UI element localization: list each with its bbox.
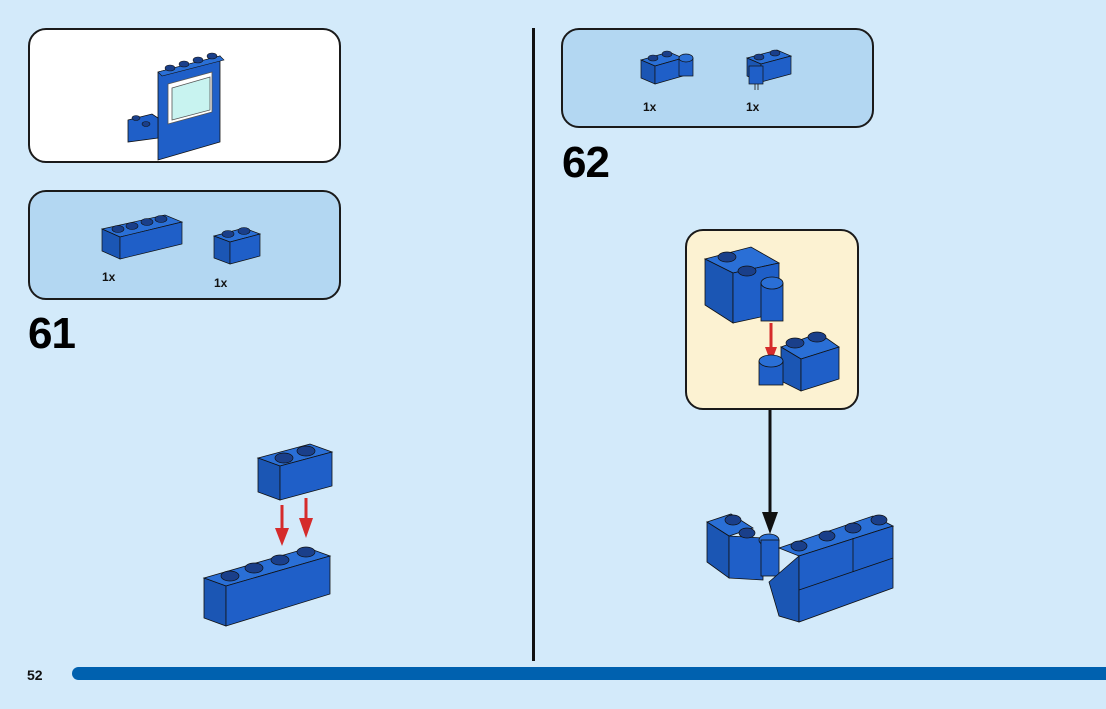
- assembly-arrow: [762, 410, 778, 534]
- page-number: 52: [27, 667, 43, 683]
- brick-1x2-icon: [212, 227, 262, 265]
- window-assembly-illustration: [127, 52, 225, 161]
- step-61-illustration: [202, 443, 334, 627]
- part-quantity: 1x: [643, 100, 657, 114]
- preview-box: [28, 28, 341, 163]
- hinge-brick-base-icon: [745, 49, 793, 90]
- brick-1x4-icon: [100, 214, 184, 260]
- sub-assembly-box: [685, 229, 859, 410]
- step-number-62: 62: [562, 138, 610, 187]
- part-quantity: 1x: [746, 100, 760, 114]
- hinge-sub-assembly-illustration: [703, 246, 840, 392]
- hinge-brick-top-icon: [639, 50, 694, 85]
- part-quantity: 1x: [214, 276, 228, 290]
- step-62-illustration: [706, 513, 895, 623]
- parts-box-step-62: 1x 1x: [561, 28, 874, 128]
- column-divider: [532, 28, 535, 661]
- part-quantity: 1x: [102, 270, 116, 284]
- step-number-61: 61: [28, 309, 76, 358]
- page-footer-bar: [72, 667, 1106, 680]
- parts-box-step-61: 1x 1x: [28, 190, 341, 300]
